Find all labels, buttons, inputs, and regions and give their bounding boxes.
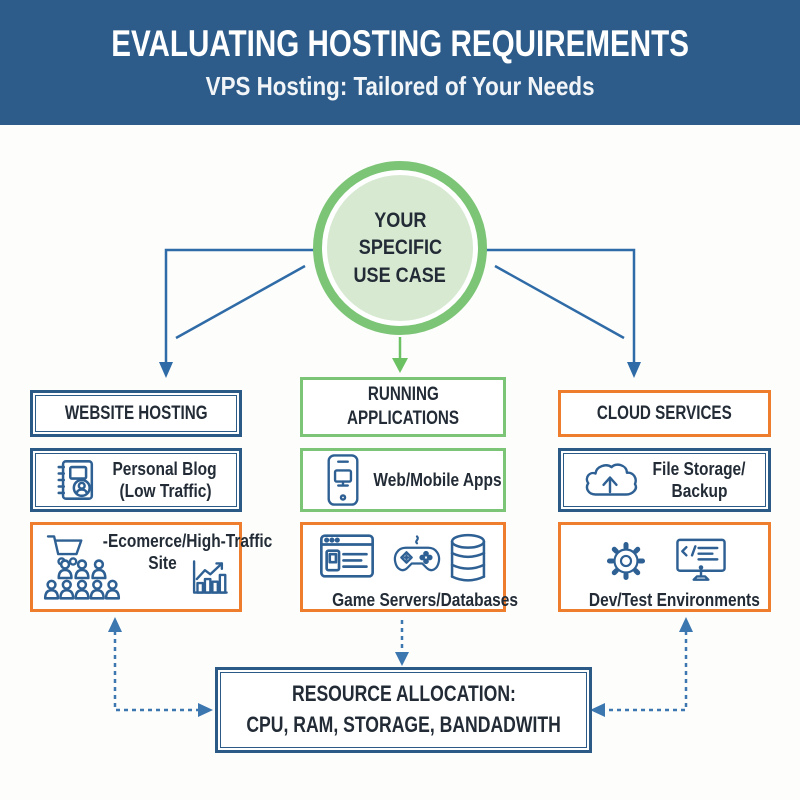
page-subtitle: VPS Hosting: Tailored of Your Needs <box>205 71 595 101</box>
circle-label-line1: YOUR <box>373 209 427 233</box>
browser-window-icon <box>317 533 377 584</box>
gamepad-icon <box>393 533 441 584</box>
monitor-code-icon <box>675 537 727 590</box>
dev-test-label: Dev/Test Environments <box>588 590 760 610</box>
dev-test-icons <box>575 533 754 590</box>
running-applications-header-line2: APPLICATIONS <box>346 408 460 429</box>
cloud-upload-icon <box>581 458 639 502</box>
bar-chart-icon <box>187 556 231 603</box>
resource-allocation-line1: RESOURCE ALLOCATION: <box>291 681 516 707</box>
gear-icon <box>603 538 649 589</box>
running-applications-header: RUNNING APPLICATIONS <box>300 377 506 437</box>
ecommerce-label: -Ecomerce/High-Traffic Site <box>102 531 273 573</box>
green-down-arrow <box>392 337 408 373</box>
game-servers-box: Game Servers/Databases <box>300 522 519 612</box>
dashed-connectors <box>113 620 688 712</box>
web-mobile-apps-box: Web/Mobile Apps <box>300 448 506 512</box>
ecommerce-box: -Ecomerce/High-Traffic Site <box>30 522 273 612</box>
blue-arrowheads <box>159 362 641 378</box>
crowd-icon <box>39 556 125 605</box>
web-mobile-apps-label: Web/Mobile Apps <box>373 469 502 490</box>
game-servers-label: Game Servers/Databases <box>332 590 519 610</box>
blog-icon <box>53 455 99 505</box>
resource-allocation-box: RESOURCE ALLOCATION: CPU, RAM, STORAGE, … <box>215 667 592 753</box>
header-band: EVALUATING HOSTING REQUIREMENTS VPS Host… <box>0 0 800 125</box>
database-icon <box>447 533 489 590</box>
website-hosting-header-label: WEBSITE HOSTING <box>64 402 208 424</box>
gamepad-database-icons <box>393 533 489 590</box>
blue-elbow-arrows <box>164 248 636 363</box>
cloud-services-header: CLOUD SERVICES <box>558 390 771 437</box>
running-applications-header-line1: RUNNING <box>367 384 439 406</box>
game-servers-icons <box>317 533 489 590</box>
resource-allocation-line2: CPU, RAM, STORAGE, BANDADWITH <box>246 712 561 737</box>
circle-label-line2: SPECIFIC <box>358 236 442 260</box>
personal-blog-box: Personal Blog (Low Traffic) <box>30 448 242 512</box>
use-case-circle: YOUR SPECIFIC USE CASE <box>313 161 487 335</box>
file-storage-label: File Storage/ Backup <box>653 458 746 502</box>
cloud-services-header-label: CLOUD SERVICES <box>597 402 732 424</box>
personal-blog-label: Personal Blog (Low Traffic) <box>112 458 218 502</box>
smartphone-icon <box>323 453 363 507</box>
dev-test-box: Dev/Test Environments <box>558 522 771 612</box>
dashed-arrowheads <box>108 617 693 717</box>
file-storage-box: File Storage/ Backup <box>558 448 771 512</box>
page-title: EVALUATING HOSTING REQUIREMENTS <box>111 23 689 64</box>
website-hosting-header: WEBSITE HOSTING <box>30 390 242 437</box>
circle-label-line3: USE CASE <box>353 263 447 287</box>
